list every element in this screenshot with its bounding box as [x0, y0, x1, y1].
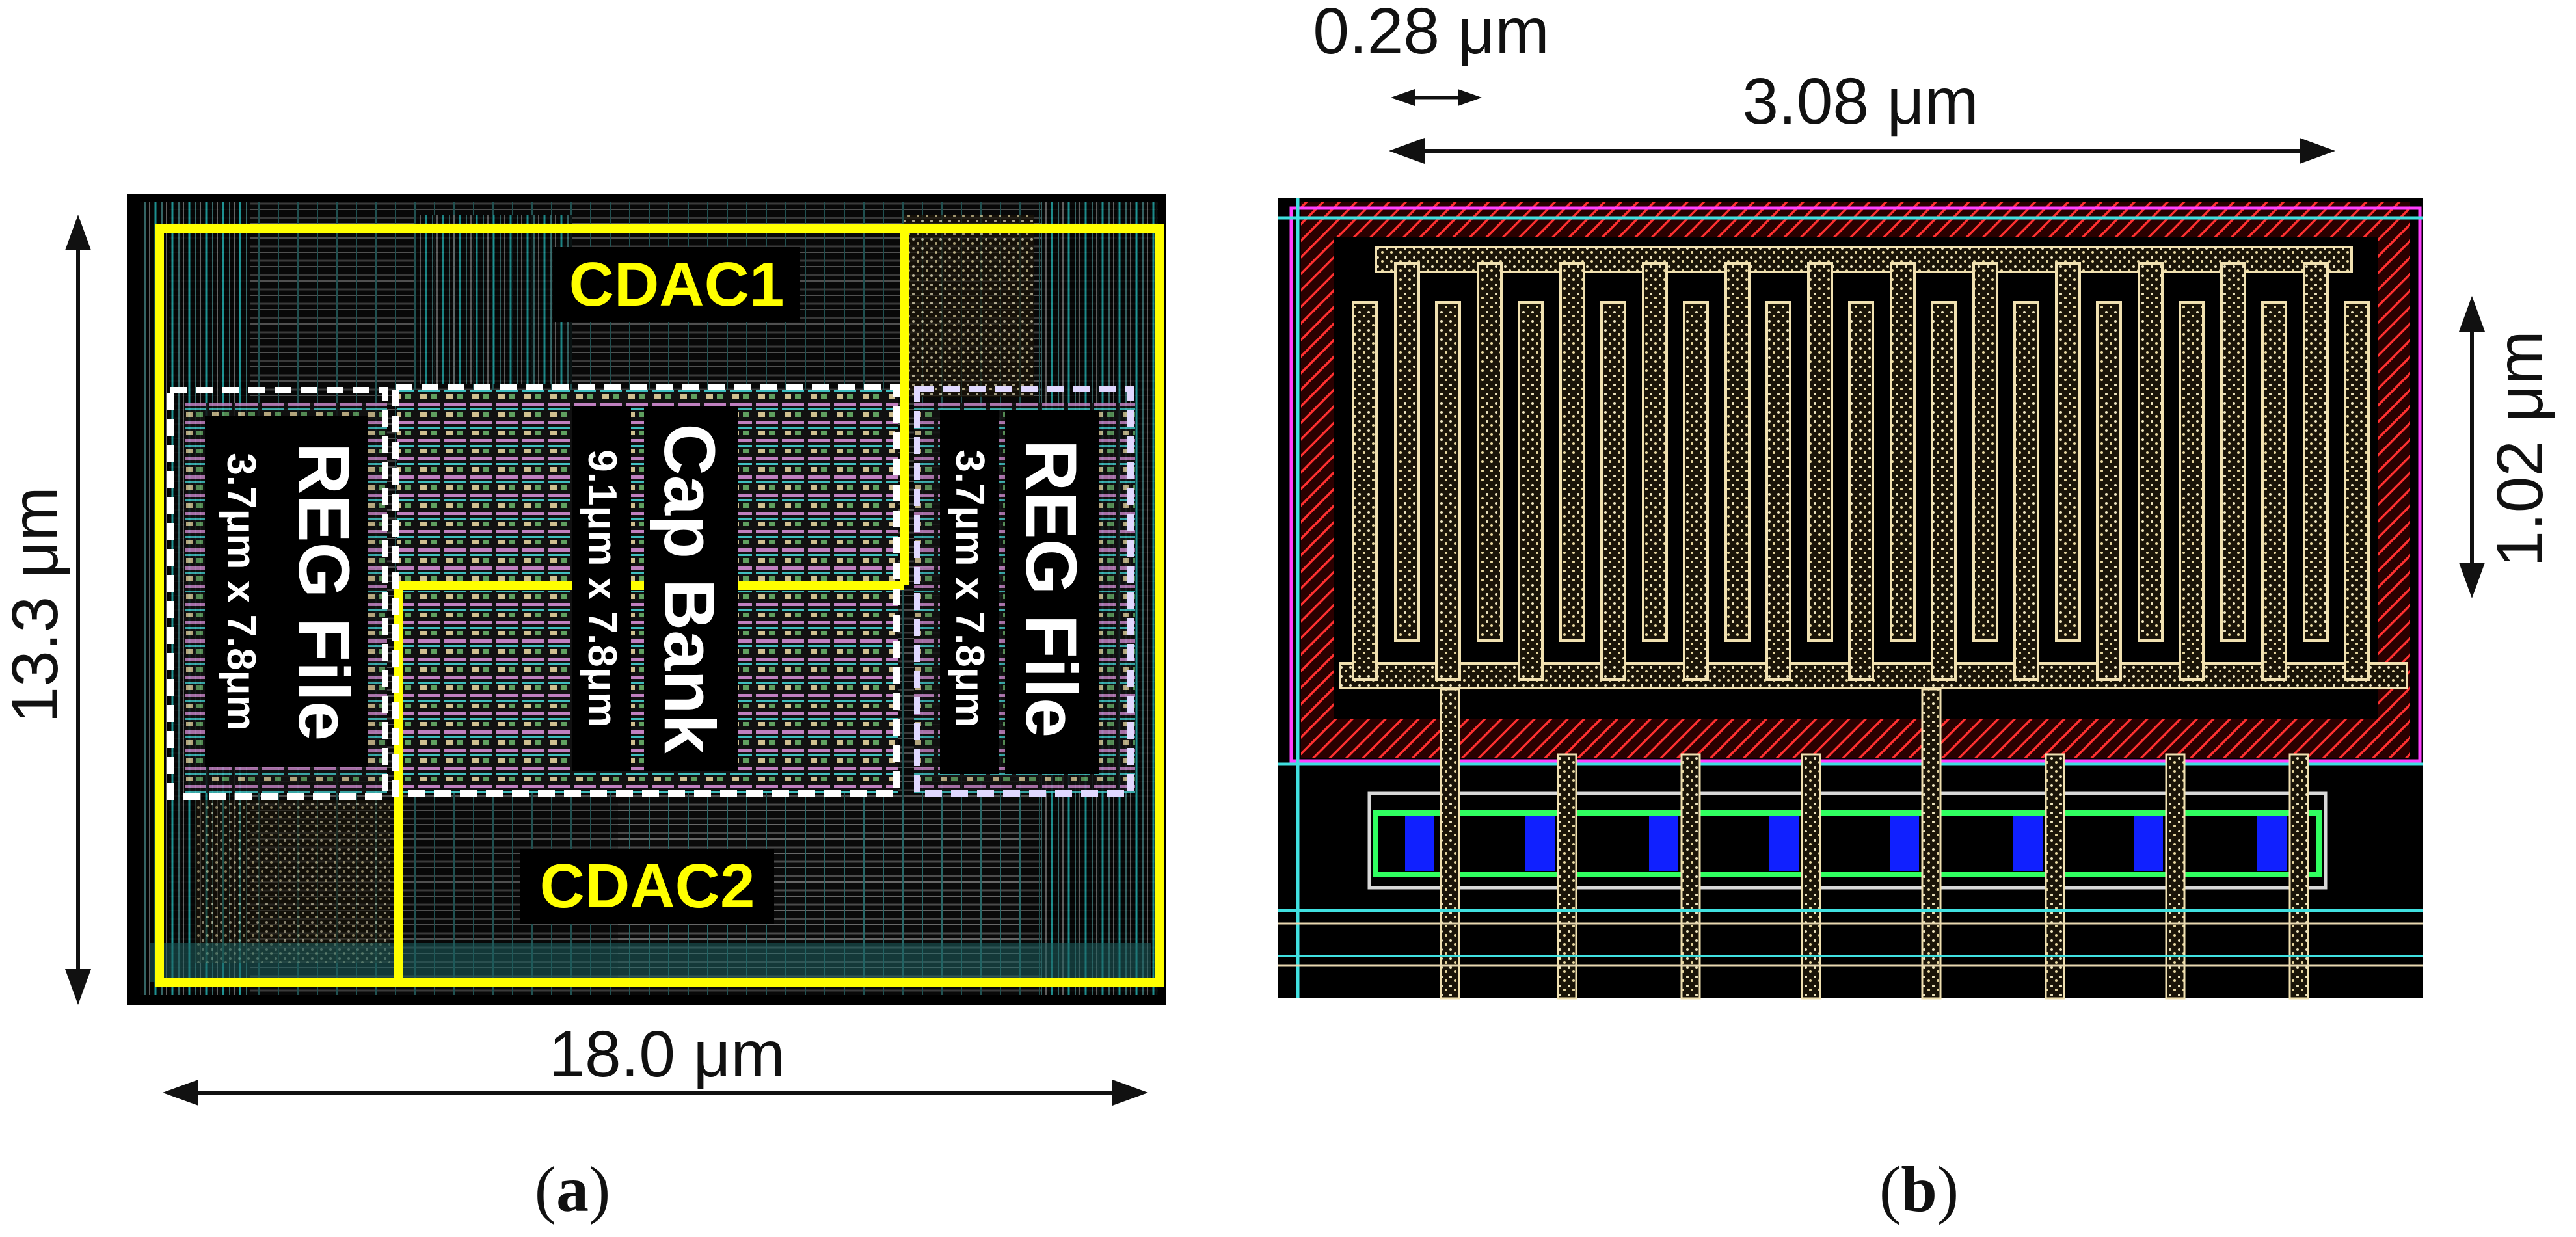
dashed-boxes	[167, 384, 1134, 800]
reg-file-right-label: REG File	[1011, 440, 1091, 738]
cap-bank-label: Cap Bank	[649, 423, 729, 754]
reg-file-left-label: REG File	[284, 443, 364, 741]
caption-b: (b)	[1879, 1153, 1959, 1225]
dim-finger-b-label: 0.28 μm	[1313, 0, 1549, 68]
reg-file-right-size: 3.7μm x 7.8μm	[947, 449, 992, 727]
dim-width-a-label: 18.0 μm	[548, 1018, 785, 1091]
cap-bank-size: 9.1μm x 7.8μm	[580, 449, 624, 727]
dim-height-a-label: 13.3 μm	[0, 486, 72, 723]
layout-image-b	[1278, 198, 2423, 1000]
dim-arrow-height-a	[65, 215, 91, 1005]
cap-bank-box	[392, 384, 900, 797]
reg-file-left-label-group: 3.7μm x 7.8μm REG File	[205, 416, 368, 767]
switch-devices	[1405, 816, 2287, 871]
reg-file-left-size: 3.7μm x 7.8μm	[219, 453, 263, 730]
dim-arrow-width-b	[1389, 138, 2335, 164]
dim-arrow-finger-b	[1391, 89, 1482, 106]
vertical-wires	[1440, 688, 2309, 1000]
panel-a: CDAC1 CDAC2 3.7μm x 7.8μm REG File 9.1μm…	[0, 194, 1166, 1225]
bottom-fingers	[1352, 301, 2370, 681]
dim-height-b-label: 1.02 μm	[2484, 330, 2556, 566]
cdac1-label: CDAC1	[569, 250, 785, 319]
reg-file-left-box	[167, 387, 388, 800]
top-fingers	[1394, 262, 2329, 642]
reg-file-right-box	[914, 386, 1134, 797]
caption-a-letter: a	[556, 1153, 589, 1225]
dim-arrow-width-a	[163, 1080, 1148, 1106]
dim-width-b-label: 3.08 μm	[1742, 65, 1978, 138]
cap-bank-label-group: 9.1μm x 7.8μm Cap Bank	[572, 406, 738, 771]
cdac1-outline	[155, 224, 1164, 987]
dim-arrow-height-b	[2459, 296, 2485, 598]
cdac2-label: CDAC2	[540, 851, 755, 921]
panel-b: 0.28 μm 3.08 μm 1.02 μm (b)	[1278, 0, 2556, 1225]
caption-a: (a)	[535, 1153, 611, 1225]
caption-b-letter: b	[1901, 1153, 1937, 1225]
reg-file-right-label-group: 3.7μm x 7.8μm REG File	[940, 410, 1099, 774]
